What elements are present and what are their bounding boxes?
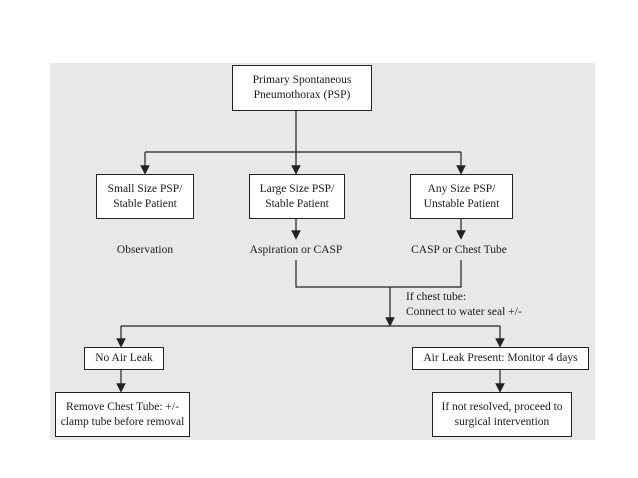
merge-line (295, 260, 462, 288)
casp-chest-tube-label: CASP or Chest Tube (411, 244, 507, 256)
chest-tube-note: If chest tube: Connect to water seal +/- (406, 291, 522, 318)
air-leak-present-node: Air Leak Present: Monitor 4 days (412, 347, 589, 370)
remove-chest-tube-node: Remove Chest Tube: +/-clamp tube before … (55, 392, 190, 437)
flowchart-panel (50, 63, 595, 440)
any-size-psp-node: Any Size PSP/Unstable Patient (410, 174, 513, 219)
small-psp-node: Small Size PSP/Stable Patient (96, 174, 194, 219)
observation-label: Observation (116, 244, 174, 256)
no-air-leak-node: No Air Leak (84, 347, 164, 370)
aspiration-label: Aspiration or CASP (249, 244, 343, 256)
large-psp-node: Large Size PSP/Stable Patient (249, 174, 345, 219)
